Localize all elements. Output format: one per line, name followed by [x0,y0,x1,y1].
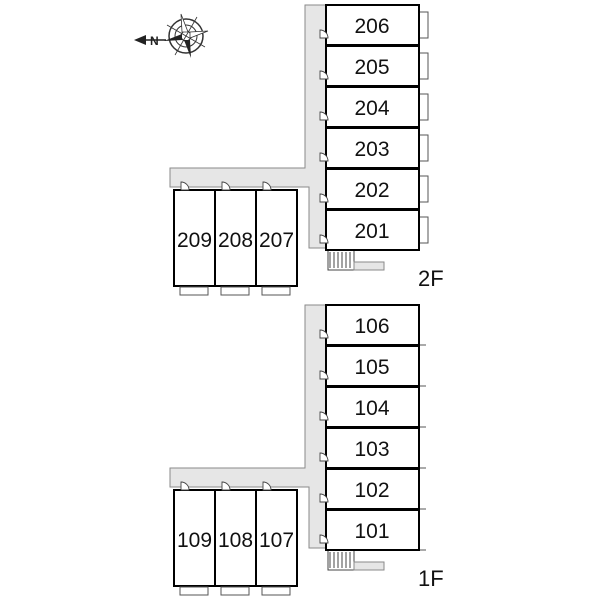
door-icon [319,534,329,544]
compass-icon [164,13,209,58]
room-box [255,189,298,287]
door-icon [319,152,329,162]
room-number: 103 [354,438,389,461]
room-102: 102 [319,468,426,510]
balcony [418,134,429,162]
room-205: 205 [319,45,429,87]
room-box [325,209,420,251]
staircase-icon [327,249,385,271]
room-box [325,168,420,210]
room-number: 207 [259,229,294,252]
room-number: 106 [354,315,389,338]
room-203: 203 [319,127,429,169]
door-icon [262,181,272,191]
room-103: 103 [319,427,426,469]
room-108: 108 [214,481,257,596]
balcony [261,286,291,296]
door-icon [319,111,329,121]
room-number: 108 [218,529,253,552]
room-number: 104 [354,397,389,420]
door-icon [319,411,329,421]
room-box [325,509,420,551]
room-box [325,386,420,428]
room-number: 206 [354,15,389,38]
room-number: 105 [354,356,389,379]
room-number: 102 [354,479,389,502]
door-icon [180,481,190,491]
room-208: 208 [214,181,257,296]
room-number: 201 [354,220,389,243]
door-icon [319,493,329,503]
balcony [179,286,209,296]
compass-north-letter: N [150,34,159,48]
floor-label: 2F [418,266,444,291]
room-box [325,45,420,87]
balcony [220,586,250,596]
balcony [418,175,429,203]
balcony [220,286,250,296]
floor-2f: 206 205 204 203 202 201 209 208 207 2F [169,4,444,296]
room-number: 204 [354,97,389,120]
room-number: 205 [354,56,389,79]
balcony [418,93,429,121]
room-207: 207 [255,181,298,296]
door-icon [221,481,231,491]
floor-label: 1F [418,566,444,591]
room-109: 109 [173,481,216,596]
room-201: 201 [319,209,429,251]
door-icon [319,29,329,39]
room-box [325,345,420,387]
door-icon [319,329,329,339]
room-number: 203 [354,138,389,161]
floor-1f: 106 105 104 103 102 101 109 108 107 1F [169,304,444,596]
room-107: 107 [255,481,298,596]
balcony [261,586,291,596]
room-box [255,489,298,587]
door-icon [319,70,329,80]
door-icon [319,234,329,244]
room-box [214,189,257,287]
door-icon [319,370,329,380]
room-204: 204 [319,86,429,128]
room-209: 209 [173,181,216,296]
balcony [418,11,429,39]
door-icon [262,481,272,491]
staircase-icon [327,549,385,571]
room-206: 206 [319,4,429,46]
room-number: 107 [259,529,294,552]
room-number: 208 [218,229,253,252]
room-105: 105 [319,345,426,387]
room-number: 109 [177,529,212,552]
balcony [418,216,429,244]
room-number: 209 [177,229,212,252]
balcony [179,586,209,596]
compass-north-arrow-icon [134,35,166,45]
room-202: 202 [319,168,429,210]
door-icon [221,181,231,191]
door-icon [180,181,190,191]
room-number: 202 [354,179,389,202]
balcony [418,52,429,80]
room-106: 106 [319,304,426,346]
door-icon [319,452,329,462]
room-104: 104 [319,386,426,428]
room-number: 101 [354,520,389,543]
room-101: 101 [319,509,426,551]
door-icon [319,193,329,203]
